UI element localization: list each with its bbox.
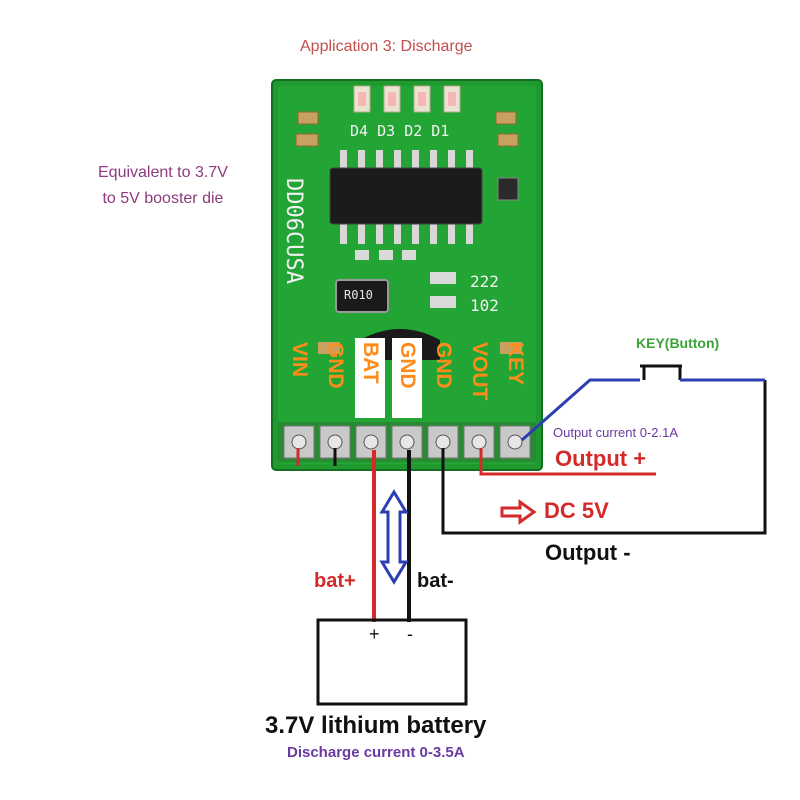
bat-minus-label: bat-: [417, 570, 454, 592]
discharge-current-label: Discharge current 0-3.5A: [287, 744, 465, 761]
equivalent-note-line1: Equivalent to 3.7V: [98, 164, 228, 181]
pin-label-gnd-2: GND: [396, 342, 419, 389]
current-flow-arrow: [379, 489, 409, 585]
smd-cap-2: [295, 133, 319, 147]
ic-chip: [329, 167, 483, 225]
led-label-d4: D4: [350, 122, 369, 140]
battery-box: [316, 618, 468, 706]
pin-label-vout: VOUT: [468, 342, 491, 401]
output-plus-label: Output +: [555, 446, 647, 471]
led-row: [353, 85, 461, 113]
highlight-box-gnd: [392, 338, 422, 418]
smd-cap-4: [497, 133, 519, 147]
led-label-d3: D3: [377, 122, 396, 140]
dc-arrow-icon: [500, 499, 537, 525]
smd-pads: [355, 250, 456, 308]
smd-cap-3: [495, 111, 517, 125]
bat-plus-label: bat+: [314, 570, 356, 592]
led-labels: D4 D3 D2 D1: [350, 122, 449, 140]
pin-label-key: KEY: [504, 342, 527, 386]
smd-part-right: [497, 177, 519, 201]
resistor-code-label: R010: [344, 288, 373, 302]
wire-key: [521, 378, 640, 442]
battery-terminal-minus: -: [407, 624, 413, 644]
pin-label-gnd-1: GND: [324, 342, 347, 389]
equivalent-note-line2: to 5V booster die: [102, 190, 224, 207]
cap-code-222: 222: [470, 272, 499, 291]
equivalent-note: Equivalent to 3.7V to 5V booster die: [98, 160, 228, 212]
wire-output-plus: [479, 448, 656, 476]
shunt-resistor: [335, 279, 389, 313]
battery-terminal-plus: +: [369, 624, 380, 644]
key-button-label: KEY(Button): [636, 335, 720, 351]
wire-output-minus: [441, 380, 767, 535]
battery-label: 3.7V lithium battery: [265, 712, 487, 739]
pin-label-vin: VIN: [288, 342, 311, 378]
cap-code-102: 102: [470, 296, 499, 315]
ic-pins-bottom: [340, 222, 473, 244]
diagram-title: Application 3: Discharge: [300, 38, 473, 55]
highlight-box-bat: [355, 338, 385, 418]
output-minus-label: Output -: [545, 540, 631, 565]
output-current-label: Output current 0-2.1A: [553, 425, 679, 440]
pin-label-gnd-3: GND: [432, 342, 455, 389]
header-pins: [283, 425, 531, 459]
led-label-d1: D1: [431, 122, 450, 140]
smd-cap-1: [297, 111, 319, 125]
board-model-label: DD06CUSA: [281, 178, 306, 284]
pin-label-bat: BAT: [359, 342, 382, 384]
led-label-d2: D2: [404, 122, 423, 140]
dc-output-label: DC 5V: [544, 498, 609, 523]
ic-pins-top: [340, 150, 473, 170]
